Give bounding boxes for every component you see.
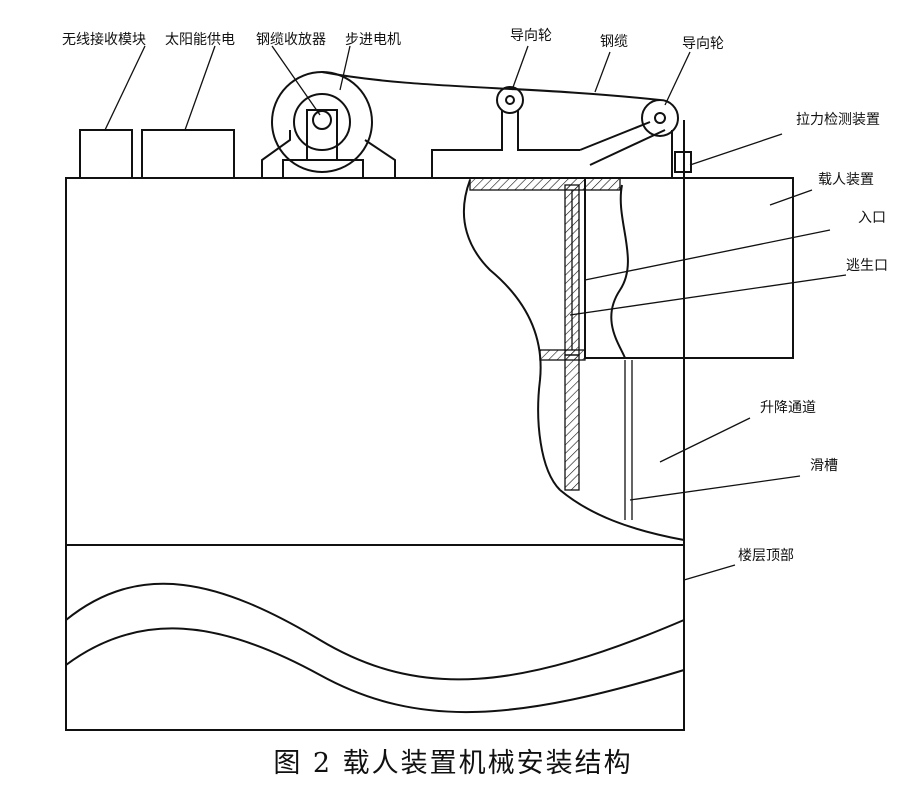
building-body (65, 177, 685, 546)
label-stepper-motor: 步进电机 (345, 32, 401, 48)
floor-section (65, 544, 685, 731)
label-carrier: 载人装置 (818, 172, 874, 188)
label-lift-channel: 升降通道 (760, 400, 816, 416)
label-slide-groove: 滑槽 (810, 457, 838, 474)
label-floor-top: 楼层顶部 (738, 548, 794, 564)
label-guide-wheel-2: 导向轮 (682, 36, 724, 52)
label-tension-detector: 拉力检测装置 (796, 112, 880, 128)
steel-cable (321, 71, 661, 101)
label-steel-cable: 钢缆 (600, 34, 628, 50)
guide-wheel-1 (431, 86, 580, 178)
label-wireless-module: 无线接收模块 (62, 31, 146, 48)
label-solar-power: 太阳能供电 (165, 32, 235, 48)
leader-lines (104, 45, 847, 581)
label-escape-exit: 逃生口 (846, 258, 888, 274)
label-guide-wheel-1: 导向轮 (510, 28, 552, 44)
lift-channel (539, 349, 633, 520)
labels: 无线接收模块 太阳能供电 钢缆收放器 步进电机 导向轮 钢缆 导向轮 拉力检测装… (62, 28, 888, 564)
label-cable-reel: 钢缆收放器 (256, 32, 326, 48)
cable-reel-assembly (261, 71, 396, 179)
label-entrance: 入口 (858, 210, 886, 226)
carrier-device (469, 177, 794, 359)
guide-wheel-2 (579, 99, 692, 178)
figure-caption: 图 2 载人装置机械安装结构 (273, 748, 632, 779)
roof-equipment (79, 129, 235, 179)
